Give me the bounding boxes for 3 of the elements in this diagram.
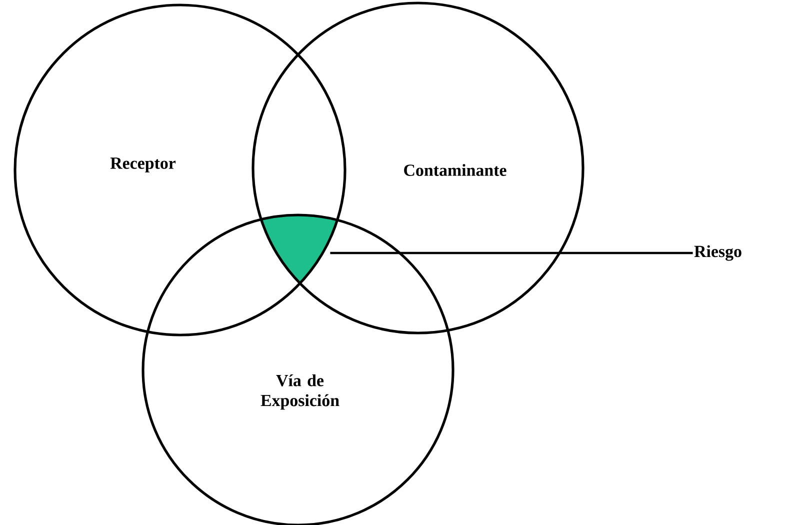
- risk-region: [261, 215, 338, 284]
- term-label: Riesgo: [694, 245, 742, 261]
- leader-line: [330, 252, 693, 254]
